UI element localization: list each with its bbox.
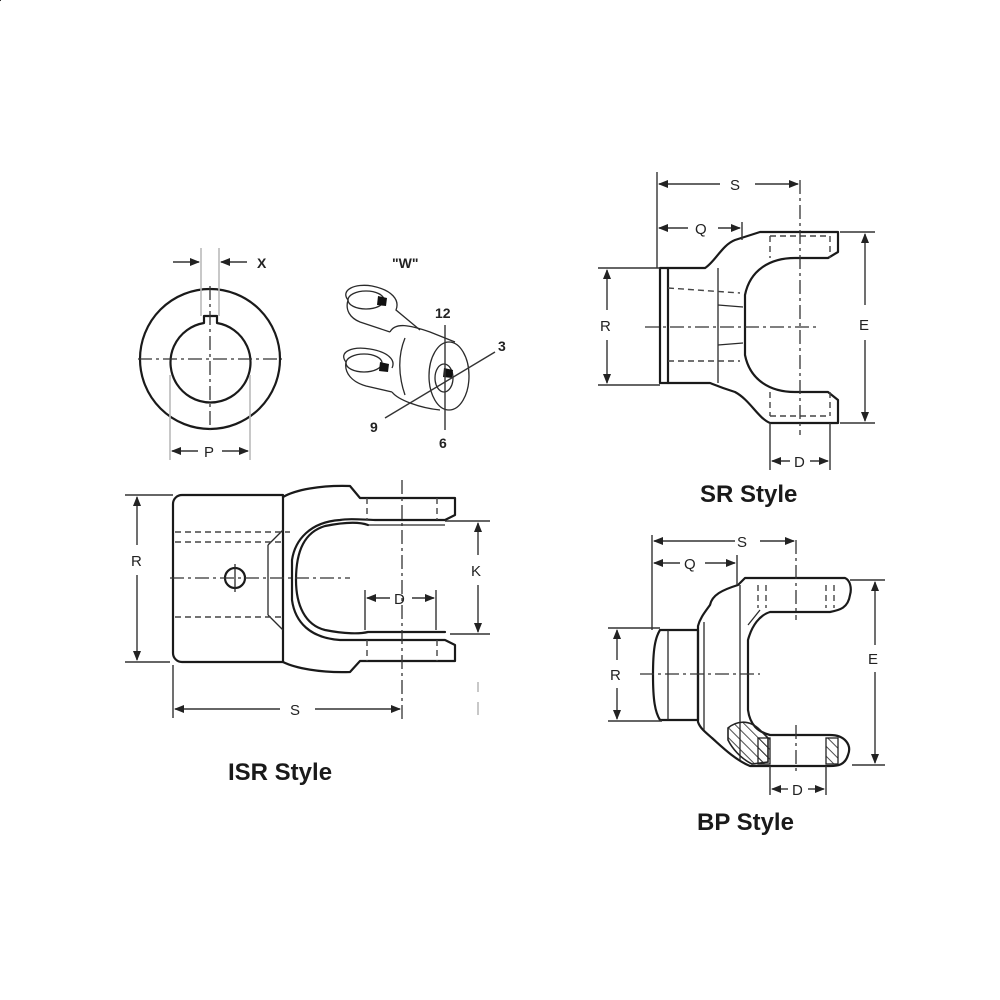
sr-style-view: S Q R E D SR Style: [0, 0, 875, 508]
w-view-title: "W": [392, 255, 419, 271]
clock-9: 9: [370, 419, 378, 435]
bp-dim-d: D: [792, 782, 803, 799]
isr-style-view: R K D S ISR Style: [125, 480, 490, 786]
sr-dim-d: D: [794, 454, 805, 471]
bp-dim-q: Q: [684, 556, 696, 573]
dim-label-x: X: [257, 255, 267, 271]
sr-dim-r: R: [600, 318, 611, 335]
isr-style-title: ISR Style: [228, 759, 332, 786]
isr-dim-r: R: [131, 553, 142, 570]
isr-dim-d: D: [394, 591, 405, 608]
bp-dim-r: R: [610, 667, 621, 684]
isr-dim-s: S: [290, 702, 300, 719]
bp-dim-e: E: [868, 651, 878, 668]
sr-dim-s: S: [730, 177, 740, 194]
clock-12: 12: [435, 305, 451, 321]
sr-style-title: SR Style: [700, 481, 797, 508]
clock-3: 3: [498, 338, 506, 354]
bp-dim-s: S: [737, 534, 747, 551]
keyed-bore: [169, 314, 252, 404]
sr-dim-q: Q: [695, 221, 707, 238]
isr-dim-k: K: [471, 563, 481, 580]
sr-dim-e: E: [859, 317, 869, 334]
bore-end-view: X P: [138, 248, 282, 461]
w-orientation-view: "W" 12 3 6 9: [343, 255, 506, 451]
dim-label-p: P: [204, 444, 214, 461]
bp-style-title: BP Style: [697, 809, 794, 836]
bp-style-view: S Q R E D BP Style: [608, 534, 885, 836]
clock-6: 6: [439, 435, 447, 451]
